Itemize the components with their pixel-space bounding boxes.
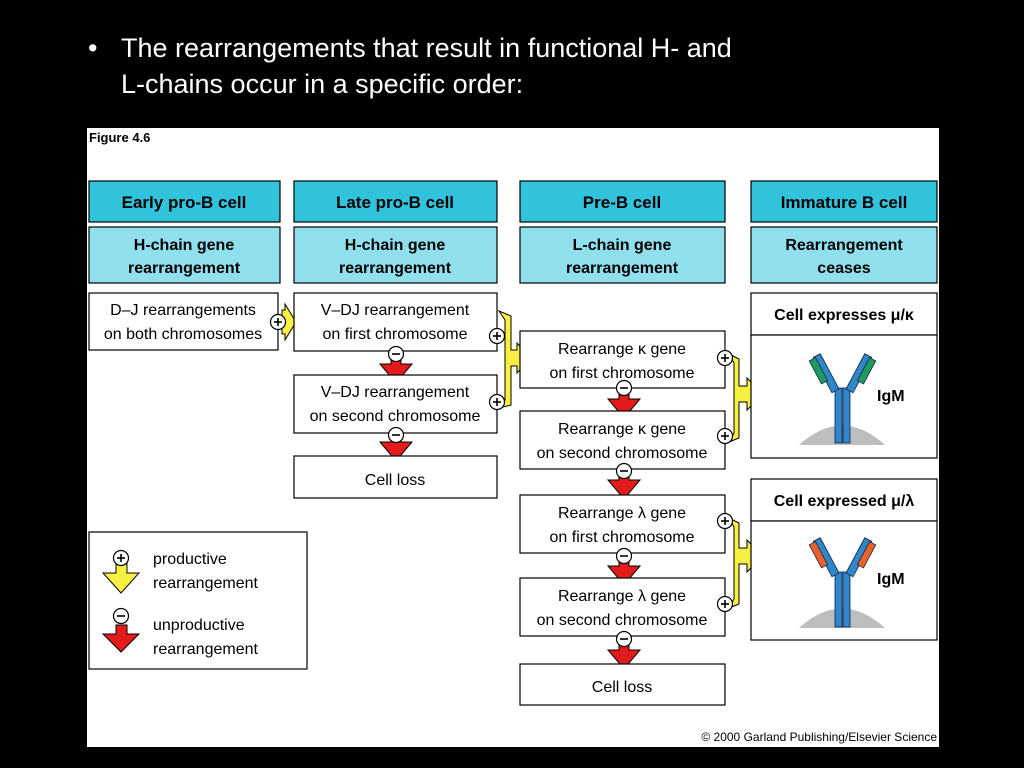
column-title: Immature B cell xyxy=(781,193,908,212)
figure-label: Figure 4.6 xyxy=(89,130,150,145)
svg-text:Rearrange κ gene: Rearrange κ gene xyxy=(558,341,686,358)
step-vdj-second: V–DJ rearrangement on second chromosome xyxy=(293,374,498,434)
productive-arrow xyxy=(727,352,764,443)
column-subtitle-line-1: L-chain gene xyxy=(573,237,672,254)
legend: productive rearrangement unproductive re… xyxy=(88,531,308,670)
copyright-notice: © 2000 Garland Publishing/Elsevier Scien… xyxy=(701,730,937,744)
productive-arrow xyxy=(281,302,297,342)
plus-marker xyxy=(716,349,734,367)
svg-text:on first chromosome: on first chromosome xyxy=(323,326,468,343)
svg-text:Cell loss: Cell loss xyxy=(365,472,425,489)
svg-text:on first chromosome: on first chromosome xyxy=(550,529,695,546)
legend-unproductive-line-2: rearrangement xyxy=(153,641,259,658)
step-lambda-first: Rearrange λ gene on first chromosome xyxy=(519,494,726,554)
svg-text:on both chromosomes: on both chromosomes xyxy=(104,326,262,343)
column-subtitle-line-1: Rearrangement xyxy=(785,237,903,254)
productive-arrow-legend xyxy=(101,563,141,594)
plus-marker xyxy=(716,595,734,613)
step-cell-loss-heavy: Cell loss xyxy=(293,455,498,499)
column-title: Late pro-B cell xyxy=(336,193,454,212)
productive-arrow xyxy=(727,516,764,609)
step-lambda-second: Rearrange λ gene on second chromosome xyxy=(519,577,726,637)
svg-text:on second chromosome: on second chromosome xyxy=(310,408,481,425)
minus-marker xyxy=(112,607,130,625)
antibody-label: IgM xyxy=(877,571,905,588)
plus-marker xyxy=(112,549,130,567)
legend-productive-line-2: rearrangement xyxy=(153,575,259,592)
column-title: Pre-B cell xyxy=(583,193,661,212)
step-cell-loss-light: Cell loss xyxy=(519,663,726,706)
svg-text:on second chromosome: on second chromosome xyxy=(537,612,708,629)
column-subtitle-line-1: H-chain gene xyxy=(345,237,446,254)
column-immature-b: Immature B cell Rearrangement ceases xyxy=(750,180,938,284)
column-early-pro-b: Early pro-B cell H-chain gene rearrangem… xyxy=(88,180,281,284)
plus-marker xyxy=(488,393,506,411)
minus-marker xyxy=(615,379,633,397)
bullet-marker: • xyxy=(88,33,98,63)
step-vdj-first: V–DJ rearrangement on first chromosome xyxy=(293,292,498,352)
plus-marker xyxy=(269,313,287,331)
slide-bullet-line-2: L-chains occur in a specific order: xyxy=(121,69,524,99)
legend-unproductive-line-1: unproductive xyxy=(153,617,245,634)
svg-text:Rearrange κ gene: Rearrange κ gene xyxy=(558,421,686,438)
plus-marker xyxy=(716,512,734,530)
svg-text:V–DJ rearrangement: V–DJ rearrangement xyxy=(321,384,470,401)
slide-bullet-line-1: The rearrangements that result in functi… xyxy=(121,33,732,63)
slide-bullet-text: The rearrangements that result in functi… xyxy=(121,30,961,102)
legend-productive-line-1: productive xyxy=(153,551,227,568)
minus-marker xyxy=(615,630,633,648)
minus-marker xyxy=(615,462,633,480)
column-pre-b: Pre-B cell L-chain gene rearrangement xyxy=(519,180,726,284)
b-cell-development-diagram: Figure 4.6 Early pro-B cell H-chain gene… xyxy=(88,130,938,744)
column-subtitle-line-2: rearrangement xyxy=(566,260,679,277)
outcome-mu-kappa: Cell expresses μ/κ IgM xyxy=(750,292,938,459)
step-kappa-first: Rearrange κ gene on first chromosome xyxy=(519,330,726,389)
step-kappa-second: Rearrange κ gene on second chromosome xyxy=(519,410,726,470)
step-dj-rearrangement: D–J rearrangements on both chromosomes xyxy=(88,292,279,351)
outcome-label: Cell expresses μ/κ xyxy=(774,307,914,324)
outcome-label: Cell expressed μ/λ xyxy=(774,493,915,510)
figure-4-6: Figure 4.6 Early pro-B cell H-chain gene… xyxy=(87,128,939,747)
svg-text:Rearrange λ gene: Rearrange λ gene xyxy=(558,588,686,605)
column-subtitle-line-2: ceases xyxy=(817,260,870,277)
minus-marker xyxy=(387,426,405,444)
igm-antibody-icon xyxy=(799,353,885,445)
column-subtitle-line-2: rearrangement xyxy=(128,260,241,277)
svg-text:on first chromosome: on first chromosome xyxy=(550,365,695,382)
plus-marker xyxy=(716,427,734,445)
column-late-pro-b: Late pro-B cell H-chain gene rearrangeme… xyxy=(293,180,498,284)
antibody-label: IgM xyxy=(877,388,905,405)
svg-text:on second chromosome: on second chromosome xyxy=(537,445,708,462)
column-subtitle-line-1: H-chain gene xyxy=(134,237,235,254)
svg-text:Rearrange λ gene: Rearrange λ gene xyxy=(558,505,686,522)
outcome-mu-lambda: Cell expressed μ/λ IgM xyxy=(750,478,938,641)
igm-antibody-icon xyxy=(799,537,885,628)
svg-text:D–J rearrangements: D–J rearrangements xyxy=(110,302,256,319)
unproductive-arrow-legend xyxy=(101,624,141,653)
column-subtitle-line-2: rearrangement xyxy=(339,260,452,277)
minus-marker xyxy=(615,547,633,565)
svg-text:V–DJ rearrangement: V–DJ rearrangement xyxy=(321,302,470,319)
svg-text:Cell loss: Cell loss xyxy=(592,679,652,696)
plus-marker xyxy=(488,327,506,345)
column-title: Early pro-B cell xyxy=(122,193,247,212)
minus-marker xyxy=(387,345,405,363)
